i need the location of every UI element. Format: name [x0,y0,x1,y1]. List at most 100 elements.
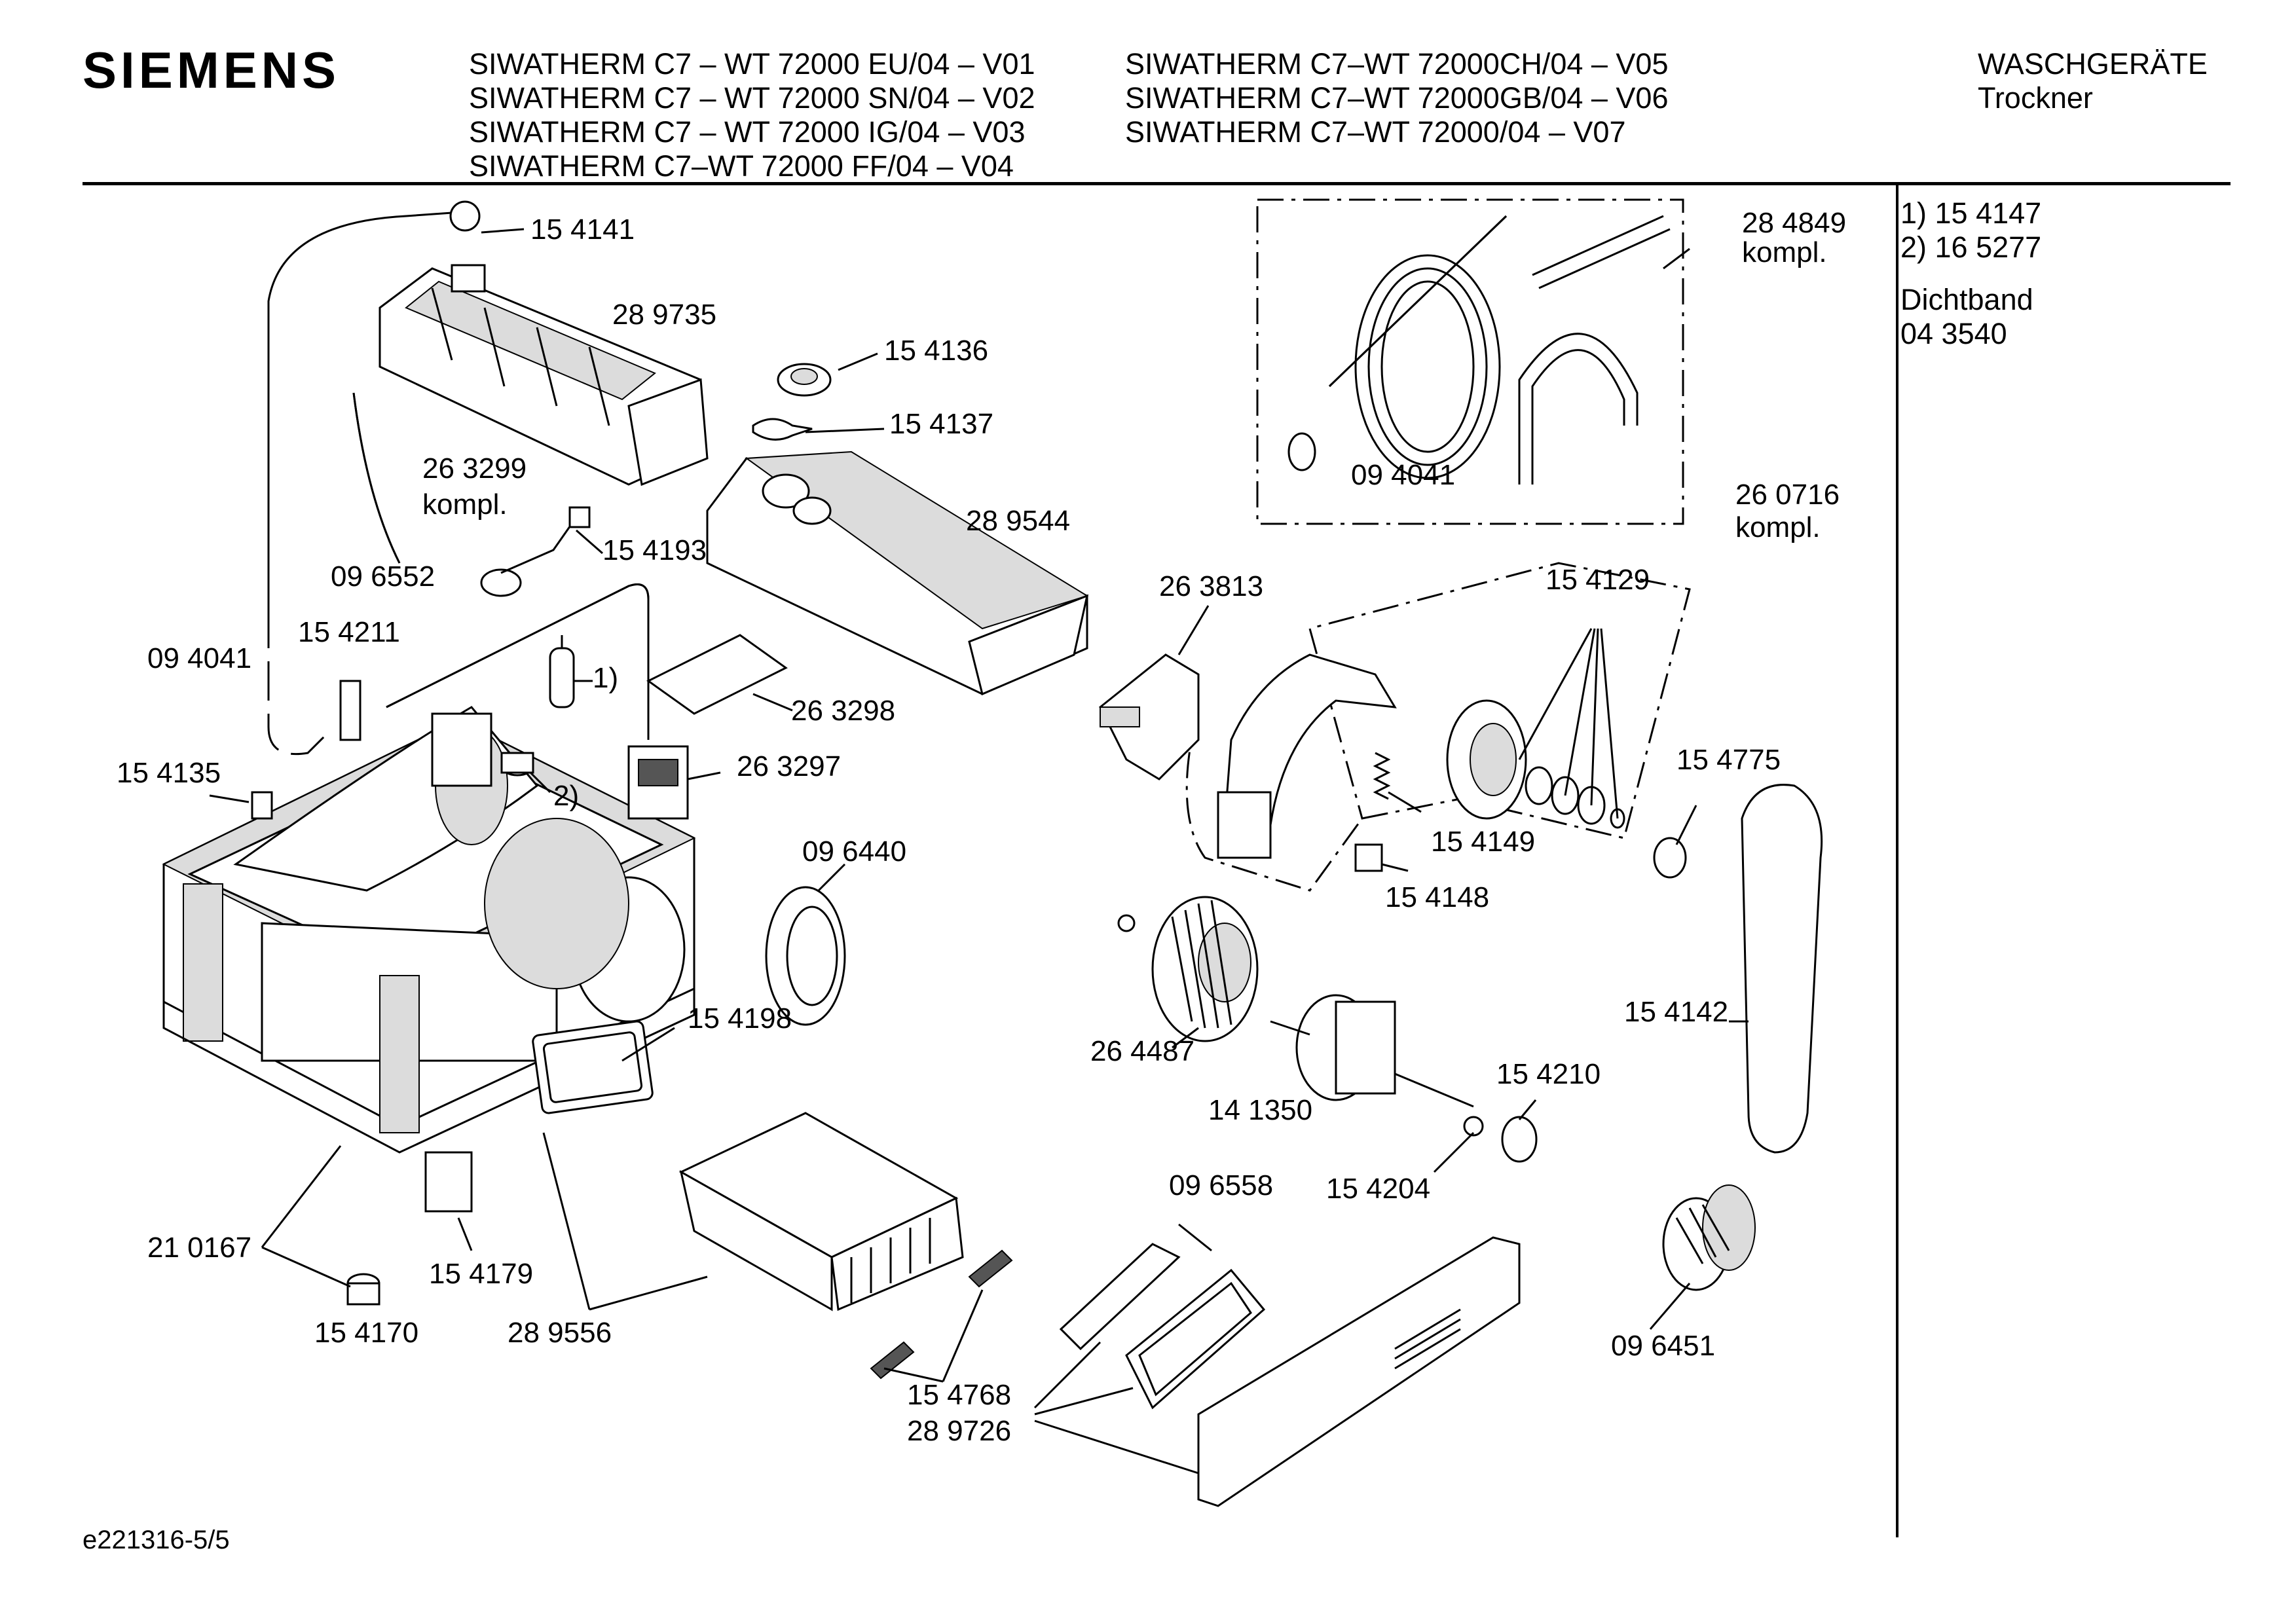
model-line: SIWATHERM C7–WT 72000/04 – V07 [1125,115,1626,149]
model-list-right: SIWATHERM C7–WT 72000CH/04 – V05 SIWATHE… [1125,47,1669,149]
foot-154170 [346,1273,380,1306]
part-label: 26 3299 [422,452,527,485]
part-label: 15 4148 [1385,881,1489,913]
part-label: 15 4198 [688,1002,792,1035]
part-label: 09 6451 [1611,1330,1715,1362]
sensor-263299 [480,506,591,597]
sensor-cable [267,211,453,609]
part-label: 15 4210 [1496,1058,1601,1090]
float-switch-154179 [424,1151,473,1213]
model-line: SIWATHERM C7 – WT 72000 EU/04 – V01 [469,47,1035,81]
model-line: SIWATHERM C7–WT 72000CH/04 – V05 [1125,47,1669,81]
model-list-left: SIWATHERM C7 – WT 72000 EU/04 – V01 SIWA… [469,47,1035,183]
part-label: 15 4170 [314,1317,418,1349]
hose-kit-284849 [1256,198,1684,525]
part-label: 2) [553,780,579,812]
part-label: 15 4129 [1546,564,1650,596]
gasket-154198 [532,1020,654,1114]
part-label: 15 4141 [530,213,635,246]
pulley-154129 [1446,699,1625,829]
clip-154211 [339,680,361,741]
model-line: SIWATHERM C7–WT 72000GB/04 – V06 [1125,81,1669,115]
part-label: 28 9544 [966,505,1070,537]
part-label: 28 4849 [1742,207,1846,239]
note-line: 04 3540 [1900,317,2007,350]
clip-154148 [1354,843,1383,872]
notes-divider [1896,182,1898,1537]
model-line: SIWATHERM C7 – WT 72000 IG/04 – V03 [469,115,1026,149]
note-line: 2) 16 5277 [1900,230,2042,264]
hose-094041 [267,609,329,756]
front-panel-289726 [1197,1236,1521,1507]
part-label: 26 3297 [737,750,841,782]
motor-141350 [1270,994,1474,1108]
spring-154149 [1373,752,1391,800]
nut-154204 [1463,1116,1484,1137]
part-label: 28 9735 [612,299,716,331]
model-line: SIWATHERM C7–WT 72000 FF/04 – V04 [469,149,1014,183]
leader-lines [209,228,1749,1475]
air-duct-cover [379,264,709,486]
part-label: 15 4137 [889,408,993,440]
category-title: WASCHGERÄTE [1978,47,2208,81]
part-label: 15 4136 [884,335,988,367]
category-subtitle: Trockner [1978,81,2093,115]
belt-154142 [1741,784,1823,1154]
part-label: 09 4041 [147,642,251,674]
part-label: 28 9726 [907,1415,1011,1447]
part-label: 14 1350 [1208,1094,1312,1126]
part-label: 26 3298 [791,695,895,727]
capacitor [549,635,575,708]
fan-wheel-264487 [1117,896,1259,1042]
part-label: 26 3813 [1159,570,1263,602]
part-label: 15 4211 [298,616,400,648]
bushing [500,752,534,777]
document-id: e221316-5/5 [83,1526,230,1554]
siemens-logo: SIEMENS [83,41,341,99]
notes-panel: 1) 15 4147 2) 16 5277 Dichtband 04 3540 [1900,196,2041,351]
screw-154768 [870,1341,915,1380]
note-line: 1) 15 4147 [1900,196,2042,230]
part-label: 21 0167 [147,1232,251,1264]
cap-154137 [752,418,813,441]
part-label: kompl. [422,488,508,521]
control-board-263298 [646,634,788,715]
category-block: WASCHGERÄTE Trockner [1978,47,2208,115]
part-label: kompl. [1735,511,1821,543]
part-label: 15 4775 [1676,744,1781,776]
gasket-frame-096558 [1059,1243,1266,1410]
model-line: SIWATHERM C7 – WT 72000 SN/04 – V02 [469,81,1035,115]
part-label: 15 4149 [1431,826,1535,858]
part-label: 15 4204 [1326,1173,1430,1205]
holder-263813 [1099,653,1200,780]
part-label: 09 6552 [331,560,435,593]
part-label: kompl. [1742,236,1827,268]
screw-154768 [968,1249,1013,1288]
hose-096552 [352,392,401,564]
part-label: 09 6440 [802,835,906,868]
tension-arm [1217,653,1397,859]
part-label: 15 4768 [907,1379,1011,1411]
part-label: 15 4142 [1624,996,1728,1028]
condenser-289556 [678,1112,964,1311]
part-label: 26 4487 [1090,1035,1194,1067]
part-labels: 15 4141 28 9735 15 4136 15 4137 26 3299 … [117,207,1846,1447]
part-label: 09 4041 [1351,459,1455,491]
roller-154775 [1653,837,1687,879]
roller-096451 [1662,1184,1756,1291]
clip-154135 [251,791,273,820]
part-label: 15 4193 [602,534,707,566]
pump-263297 [627,745,689,820]
part-label: 15 4179 [429,1258,533,1290]
note-line: Dichtband [1900,283,2033,316]
part-label: 26 0716 [1735,479,1840,511]
filter-insert-154136 [777,363,832,397]
part-label: 15 4135 [117,757,221,789]
washer-154210 [1501,1116,1538,1163]
base-frame [162,706,696,1154]
header-divider [83,182,2231,185]
part-label: 1) [593,662,618,694]
water-container-289544 [706,450,1089,696]
temperature-sensor [449,200,481,232]
